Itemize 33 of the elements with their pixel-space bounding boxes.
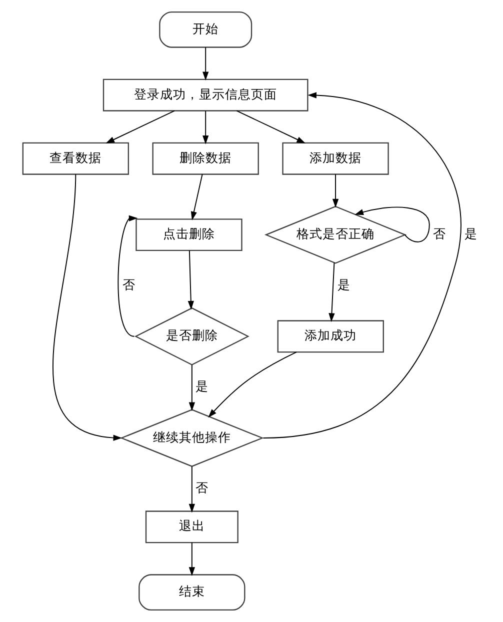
arrow xyxy=(117,215,138,337)
node-box: 添加数据 xyxy=(282,142,388,175)
arrow xyxy=(52,174,122,441)
edge-label: 否 xyxy=(122,276,135,292)
arrow xyxy=(332,174,338,208)
node-box: 开始 xyxy=(158,11,252,48)
node-box: 查看数据 xyxy=(22,142,128,175)
arrow xyxy=(354,206,430,242)
arrow xyxy=(262,92,461,438)
arrow xyxy=(188,542,194,576)
node-box: 删除数据 xyxy=(152,142,258,175)
edge-label: 否 xyxy=(195,480,208,496)
arrow xyxy=(208,352,296,418)
node-box: 退出 xyxy=(144,510,238,544)
arrow xyxy=(188,466,194,513)
edge-label: 否 xyxy=(432,226,446,242)
node-box: 添加成功 xyxy=(276,320,384,353)
node-box: 登录成功，显示信息页面 xyxy=(102,78,308,112)
edge-label: 是 xyxy=(336,276,350,292)
arrow xyxy=(190,174,202,220)
arrow xyxy=(187,250,194,310)
arrow xyxy=(202,110,208,144)
edge-label: 是 xyxy=(464,226,477,242)
node-diamond: 是否删除 xyxy=(134,307,249,366)
arrow xyxy=(236,110,306,144)
node-box: 点击删除 xyxy=(135,218,242,252)
arrow xyxy=(188,364,194,412)
arrow xyxy=(202,46,208,81)
arrow xyxy=(328,262,334,322)
node-diamond: 格式是否正确 xyxy=(264,206,406,264)
edge-label: 是 xyxy=(195,378,208,394)
arrow xyxy=(105,110,174,144)
node-box: 结束 xyxy=(138,574,245,611)
